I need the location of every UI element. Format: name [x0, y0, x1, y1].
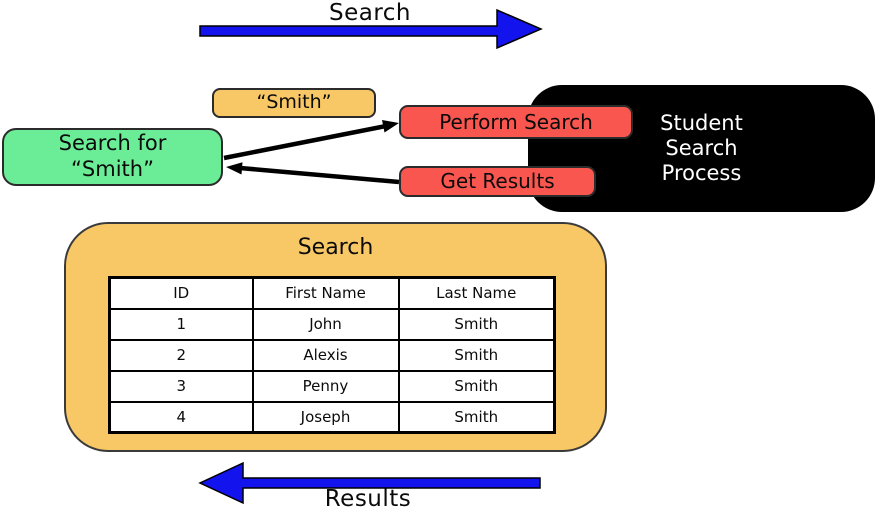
node-smith-literal: “Smith”	[212, 88, 376, 118]
cell-last-name: Smith	[397, 369, 556, 403]
bottom-flow-label: Results	[324, 486, 412, 509]
search-results-panel: Search ID First Name Last Name 1 John Sm…	[64, 222, 607, 452]
header-first-name: First Name	[251, 276, 400, 310]
cell-id: 1	[108, 307, 254, 341]
table-row: 1 John Smith	[108, 307, 556, 341]
node-perform-search: Perform Search	[399, 105, 633, 139]
node-search-for-smith: Search for “Smith”	[2, 128, 223, 186]
cell-first-name: Penny	[251, 369, 400, 403]
table-row: 3 Penny Smith	[108, 369, 556, 403]
header-id: ID	[108, 276, 254, 310]
cell-first-name: Joseph	[251, 400, 400, 434]
results-panel-title: Search	[297, 235, 374, 260]
node-search-for-smith-line2: “Smith”	[71, 157, 154, 181]
cell-id: 3	[108, 369, 254, 403]
node-get-results: Get Results	[399, 166, 596, 197]
cell-last-name: Smith	[397, 307, 556, 341]
table-row: 2 Alexis Smith	[108, 338, 556, 372]
results-table: ID First Name Last Name 1 John Smith 2 A…	[108, 276, 556, 434]
cell-first-name: Alexis	[251, 338, 400, 372]
header-last-name: Last Name	[397, 276, 556, 310]
process-line3: Process	[661, 161, 742, 186]
table-row: 4 Joseph Smith	[108, 400, 556, 434]
cell-first-name: John	[251, 307, 400, 341]
top-flow-label: Search	[328, 0, 412, 26]
table-header-row: ID First Name Last Name	[108, 276, 556, 310]
process-line2: Search	[665, 135, 738, 160]
process-line1: Student	[660, 110, 743, 135]
cell-last-name: Smith	[397, 338, 556, 372]
cell-last-name: Smith	[397, 400, 556, 434]
cell-id: 4	[108, 400, 254, 434]
cell-id: 2	[108, 338, 254, 372]
node-search-for-smith-line1: Search for	[58, 131, 167, 156]
